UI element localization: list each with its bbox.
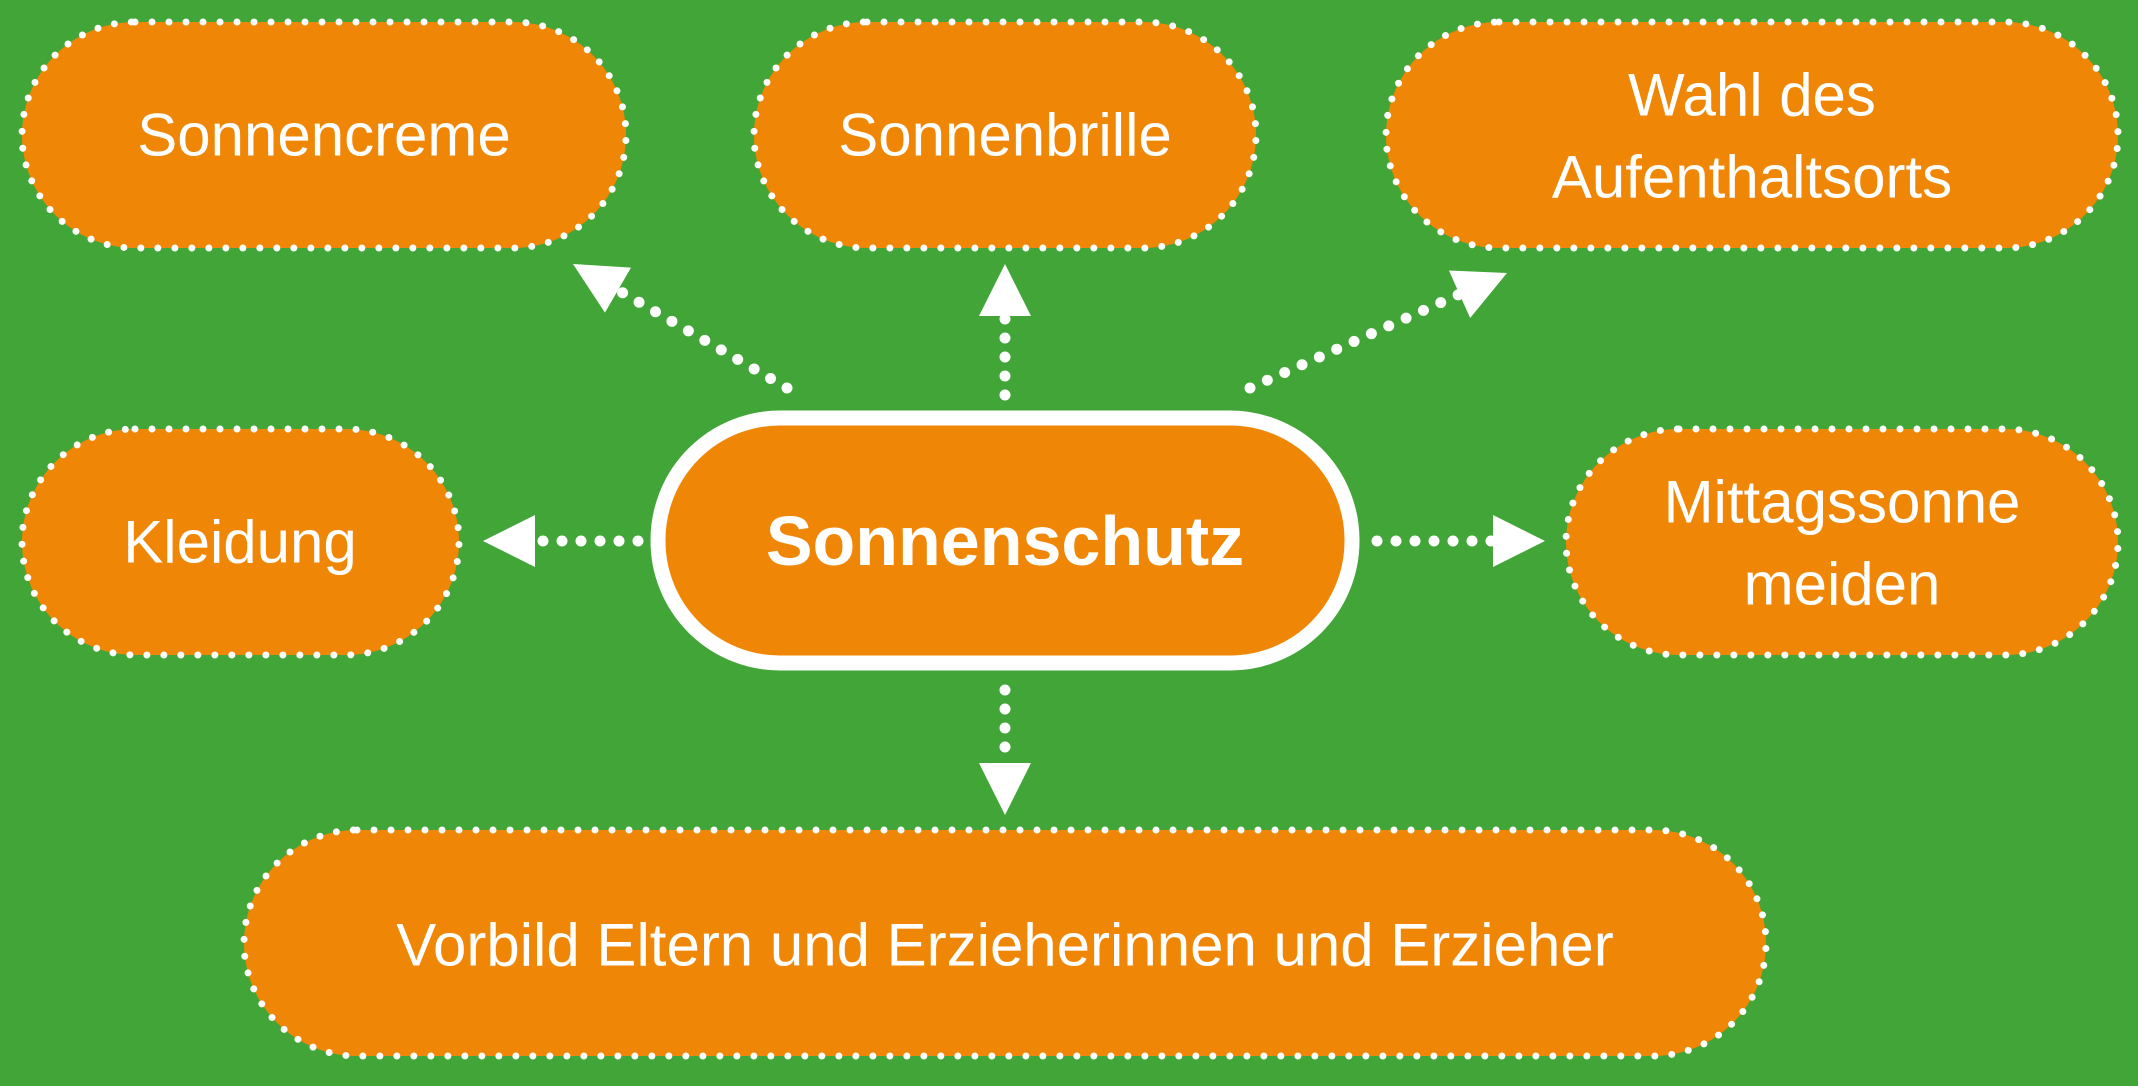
arrow-to-aufenthaltsort-head (1448, 270, 1507, 318)
node-aufenthaltsort: Wahl des Aufenthaltsorts (1382, 18, 2122, 252)
node-label-line2: Aufenthaltsorts (1552, 144, 1952, 211)
arrow-to-sonnencreme-line (612, 284, 793, 394)
arrow-to-mittagssonne-head (1493, 515, 1545, 567)
arrow-to-kleidung-head (483, 515, 535, 567)
node-label: Vorbild Eltern und Erzieherinnen und Erz… (396, 912, 1613, 979)
node-label: Sonnenbrille (838, 102, 1172, 169)
node-mittagssonne: Mittagssonne meiden (1562, 425, 2122, 659)
node-label: Kleidung (123, 509, 357, 576)
node-label-line1: Mittagssonne (1664, 469, 2021, 536)
arrow-to-vorbild-head (979, 763, 1031, 815)
node-sonnencreme: Sonnencreme (18, 18, 630, 252)
center-node: Sonnenschutz (650, 410, 1360, 671)
arrow-to-sonnencreme-head (573, 264, 632, 313)
node-sonnenbrille: Sonnenbrille (750, 18, 1260, 252)
node-label-line2: meiden (1744, 551, 1941, 618)
node-label-line1: Wahl des (1628, 62, 1876, 129)
arrow-to-sonnenbrille-head (979, 264, 1031, 316)
node-kleidung: Kleidung (18, 425, 463, 659)
center-label: Sonnenschutz (766, 502, 1244, 580)
arrows (483, 264, 1545, 815)
node-label: Sonnencreme (137, 102, 511, 169)
node-vorbild: Vorbild Eltern und Erzieherinnen und Erz… (240, 826, 1770, 1060)
arrow-to-aufenthaltsort-line (1244, 288, 1466, 394)
